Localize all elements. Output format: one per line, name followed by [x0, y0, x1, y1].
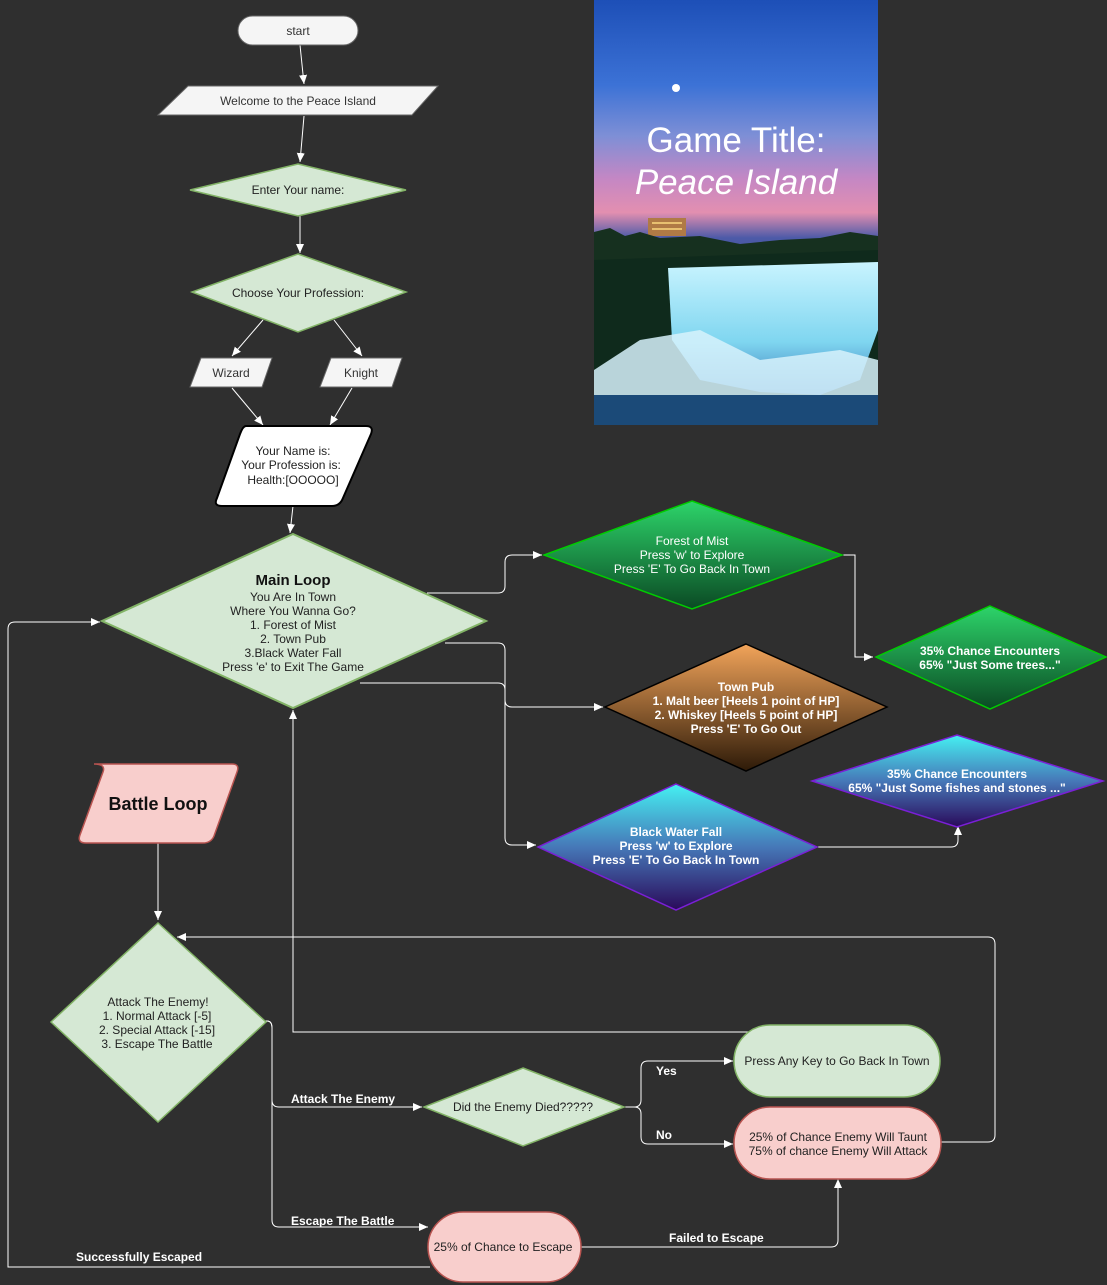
forest-line: Forest of Mist [656, 534, 729, 548]
main-loop-line: 2. Town Pub [260, 632, 326, 646]
water-chance-line: 65% "Just Some fishes and stones ..." [848, 781, 1065, 795]
edge-taunt-attack [177, 933, 996, 1143]
battle-loop-label: Battle Loop [109, 794, 208, 814]
water-line: Press 'w' to Explore [619, 839, 732, 853]
forest-line: Press 'w' to Explore [640, 548, 745, 562]
battle-loop-node[interactable]: Battle Loop [78, 763, 239, 844]
wizard-node[interactable]: Wizard [189, 357, 273, 388]
attack-menu-line: 1. Normal Attack [-5] [103, 1009, 212, 1023]
status-health-line: Health:[OOOOO] [247, 473, 338, 487]
water-line: Black Water Fall [630, 825, 722, 839]
main-loop-line: You Are In Town [250, 590, 336, 604]
label-successfully-escaped: Successfully Escaped [76, 1250, 202, 1264]
pub-line: Press 'E' To Go Out [691, 722, 802, 736]
moon-icon [672, 84, 680, 92]
edge-forest-chance [842, 554, 873, 661]
black-water-fall-node[interactable]: Black Water Fall Press 'w' to Explore Pr… [536, 783, 819, 911]
label-attack-enemy: Attack The Enemy [291, 1092, 395, 1106]
water-chance-node[interactable]: 35% Chance Encounters 65% "Just Some fis… [809, 734, 1106, 828]
label-yes: Yes [656, 1064, 677, 1078]
edge-water-chance [818, 826, 962, 848]
pub-line: 2. Whiskey [Heels 5 point of HP] [655, 708, 838, 722]
forest-chance-line: 65% "Just Some trees..." [919, 658, 1060, 672]
label-failed-escape: Failed to Escape [669, 1231, 764, 1245]
forest-line: Press 'E' To Go Back In Town [614, 562, 770, 576]
edge-welcome-name [296, 115, 305, 163]
poster-title-line1: Game Title: [647, 121, 826, 160]
main-loop-node[interactable]: Main Loop You Are In Town Where You Wann… [99, 532, 489, 710]
water-chance-line: 35% Chance Encounters [887, 767, 1027, 781]
choose-profession-node[interactable]: Choose Your Profession: [189, 253, 409, 333]
edge-start-welcome [299, 44, 308, 85]
label-escape-battle: Escape The Battle [291, 1214, 395, 1228]
attack-menu-node[interactable]: Attack The Enemy! 1. Normal Attack [-5] … [49, 921, 268, 1124]
edge-main-pub [445, 642, 603, 711]
edges [7, 44, 996, 1268]
status-name-line: Your Name is: [256, 444, 331, 458]
enter-name-node[interactable]: Enter Your name: [189, 163, 407, 217]
pub-line: Town Pub [718, 680, 774, 694]
back-to-town-label: Press Any Key to Go Back In Town [744, 1054, 929, 1068]
poster-title-line2: Peace Island [635, 163, 839, 202]
start-node[interactable]: start [237, 15, 359, 46]
welcome-label: Welcome to the Peace Island [220, 94, 376, 108]
knight-label: Knight [344, 366, 379, 380]
knight-node[interactable]: Knight [319, 357, 403, 388]
attack-menu-line: Attack The Enemy! [107, 995, 208, 1009]
edge-knight-status [329, 387, 353, 426]
escape-chance-label: 25% of Chance to Escape [434, 1240, 573, 1254]
main-loop-line: 1. Forest of Mist [250, 618, 337, 632]
edge-died-yes [624, 1057, 733, 1108]
enemy-died-node[interactable]: Did the Enemy Died????? [421, 1067, 627, 1147]
attack-menu-line: 2. Special Attack [-15] [99, 1023, 215, 1037]
status-profession-line: Your Profession is: [241, 458, 341, 472]
main-loop-line: 3.Black Water Fall [245, 646, 342, 660]
edge-attack-escape [263, 1020, 428, 1231]
edge-escape-failed [581, 1179, 842, 1248]
edge-died-no [624, 1106, 733, 1148]
game-poster: Game Title: Peace Island [594, 0, 878, 425]
pub-line: 1. Malt beer [Heels 1 point of HP] [653, 694, 840, 708]
edge-back-main [289, 710, 752, 1033]
choose-profession-label: Choose Your Profession: [232, 286, 364, 300]
edge-prof-knight [333, 319, 363, 357]
forest-chance-node[interactable]: 35% Chance Encounters 65% "Just Some tre… [874, 605, 1107, 710]
attack-menu-line: 3. Escape The Battle [101, 1037, 213, 1051]
status-node[interactable]: Your Name is: Your Profession is: Health… [214, 425, 373, 507]
edge-main-forest [427, 551, 542, 594]
label-no: No [656, 1128, 672, 1142]
town-pub-node[interactable]: Town Pub 1. Malt beer [Heels 1 point of … [603, 643, 889, 772]
wizard-label: Wizard [212, 366, 249, 380]
edge-escape-success [7, 618, 430, 1268]
enemy-turn-line: 25% of Chance Enemy Will Taunt [749, 1130, 928, 1144]
edge-wizard-status [231, 387, 264, 426]
enemy-died-label: Did the Enemy Died????? [453, 1100, 593, 1114]
forest-node[interactable]: Forest of Mist Press 'w' to Explore Pres… [541, 500, 845, 610]
escape-chance-node[interactable]: 25% of Chance to Escape [427, 1211, 582, 1283]
edge-main-water [360, 682, 536, 849]
welcome-node[interactable]: Welcome to the Peace Island [156, 85, 440, 116]
enemy-turn-line: 75% of chance Enemy Will Attack [749, 1144, 929, 1158]
forest-chance-line: 35% Chance Encounters [920, 644, 1060, 658]
enemy-turn-node[interactable]: 25% of Chance Enemy Will Taunt 75% of ch… [733, 1106, 942, 1180]
start-label: start [286, 24, 310, 38]
edge-prof-wizard [231, 319, 264, 357]
main-loop-title: Main Loop [256, 572, 331, 589]
edge-status-main [287, 505, 295, 534]
main-loop-line: Where You Wanna Go? [230, 604, 356, 618]
water-line: Press 'E' To Go Back In Town [593, 853, 760, 867]
enter-name-label: Enter Your name: [252, 183, 345, 197]
back-to-town-node[interactable]: Press Any Key to Go Back In Town [733, 1024, 941, 1098]
main-loop-line: Press 'e' to Exit The Game [222, 660, 364, 674]
